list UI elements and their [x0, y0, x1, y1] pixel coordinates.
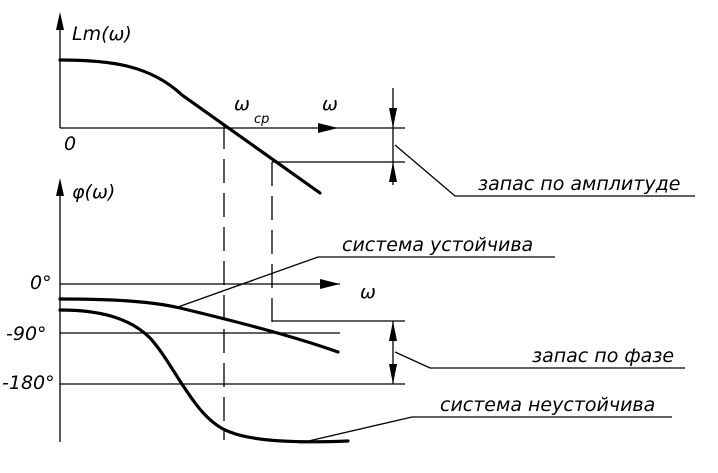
tick-label-0deg: 0° [30, 272, 52, 294]
stable-system-label: система устойчива [342, 234, 533, 256]
phase-plot: φ(ω) ω 0° -90° -180° система устойчива з… [2, 178, 685, 444]
lm-x-axis-label: ω [322, 93, 338, 115]
crossover-frequency-symbol: ω [234, 93, 250, 115]
gain-margin-leader [394, 144, 695, 197]
lm-x-axis-arrow [318, 123, 338, 133]
phase-x-axis-arrow [320, 279, 340, 289]
unstable-system-leader [299, 416, 672, 444]
phase-margin-arrow-up [389, 321, 397, 341]
lm-y-axis-arrow [56, 12, 64, 30]
tick-label-minus90deg: -90° [6, 323, 47, 345]
lm-origin-label: 0 [64, 133, 76, 155]
gain-margin-arrow-up [389, 162, 397, 182]
phase-margin-label: запас по фазе [532, 345, 674, 367]
phase-margin-leader [394, 351, 685, 369]
phase-y-axis-arrow [56, 178, 64, 196]
phase-y-axis-label: φ(ω) [72, 181, 115, 203]
phase-margin-arrow-down [389, 364, 397, 384]
unstable-system-label: система неустойчива [440, 394, 655, 416]
lm-plot: Lm(ω) ω 0 ω ср запас по амплитуде [56, 12, 695, 197]
gain-margin-label: запас по амплитуде [478, 173, 680, 195]
crossover-frequency-subscript: ср [254, 112, 269, 127]
stable-phase-curve [58, 297, 340, 354]
phase-x-axis-label: ω [360, 281, 376, 303]
stable-system-leader [177, 256, 555, 308]
unstable-phase-curve [58, 308, 350, 444]
lm-y-axis-label: Lm(ω) [72, 23, 132, 45]
lm-curve [58, 58, 322, 195]
gain-margin-arrow-down [389, 108, 397, 128]
tick-label-minus180deg: -180° [2, 372, 55, 394]
